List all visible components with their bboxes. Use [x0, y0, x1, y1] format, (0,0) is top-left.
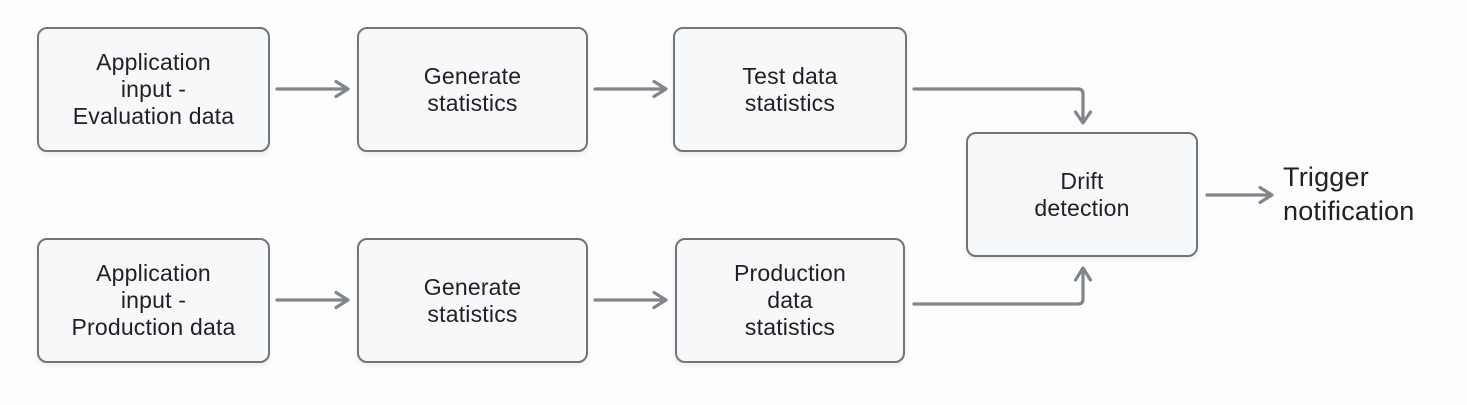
node-label: Generate statistics: [423, 62, 522, 116]
edge-arrow-production-data-to-drift-detection: [912, 266, 1093, 306]
node-label: Application input - Production data: [71, 260, 236, 340]
edge-arrow-prod-input-to-generate-statistics: [275, 290, 350, 310]
node-label: Production data statistics: [734, 260, 846, 340]
node-drift-detection: Drift detection: [966, 132, 1198, 257]
edge-arrow-test-data-to-drift-detection: [912, 87, 1093, 125]
node-label: Test data statistics: [742, 62, 838, 116]
edge-arrow-generate-statistics-to-production-data: [593, 290, 668, 310]
edge-arrow-generate-statistics-to-test-data: [593, 79, 668, 99]
node-label: Generate statistics: [423, 273, 522, 327]
edge-arrow-drift-detection-to-trigger-notification: [1205, 185, 1274, 205]
trigger-notification-label: Trigger notification: [1283, 162, 1415, 226]
node-generate-statistics-top: Generate statistics: [357, 27, 588, 152]
node-production-data-statistics: Production data statistics: [675, 238, 905, 363]
node-application-input-evaluation-data: Application input - Evaluation data: [37, 27, 270, 152]
node-application-input-production-data: Application input - Production data: [37, 238, 270, 363]
node-label: Drift detection: [1034, 167, 1130, 221]
node-test-data-statistics: Test data statistics: [673, 27, 907, 152]
node-generate-statistics-bottom: Generate statistics: [357, 238, 588, 363]
node-label: Application input - Evaluation data: [72, 49, 235, 129]
edge-arrow-eval-input-to-generate-statistics: [275, 79, 350, 99]
